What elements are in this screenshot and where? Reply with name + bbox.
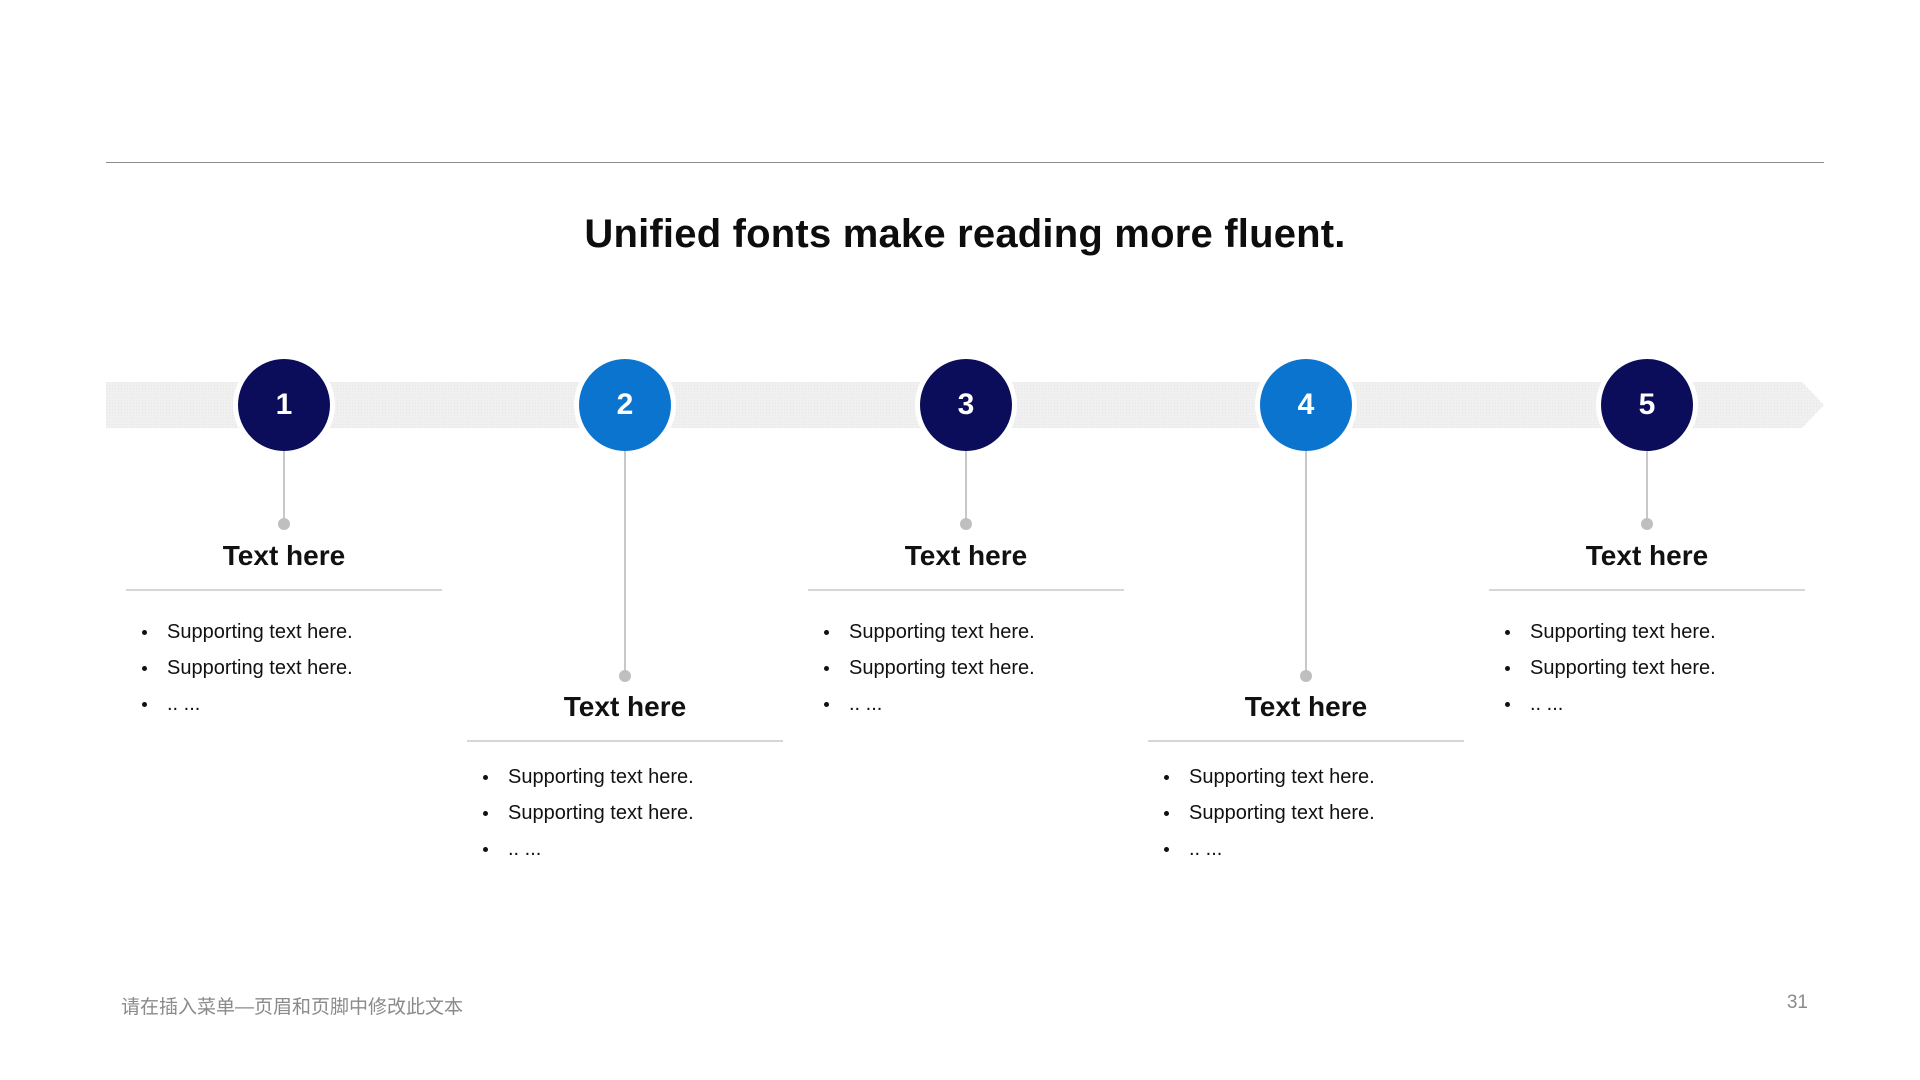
step-heading: Text here (1244, 691, 1368, 722)
list-item: .. ... (1148, 831, 1464, 867)
page-number: 31 (1786, 992, 1808, 1013)
step-connector-line (965, 451, 967, 523)
list-item: Supporting text here. (467, 759, 783, 795)
step-bullet-list: Supporting text here. Supporting text he… (467, 759, 783, 867)
step-divider (1148, 740, 1464, 742)
step-bullet-list: Supporting text here. Supporting text he… (1489, 614, 1805, 722)
step-connector-line (283, 451, 285, 523)
step-dot (960, 518, 972, 530)
step-dot (1641, 518, 1653, 530)
step-number-badge: 4 (1260, 359, 1352, 451)
list-item: .. ... (808, 686, 1124, 722)
step-divider (1489, 589, 1805, 591)
step-bullet-list: Supporting text here. Supporting text he… (808, 614, 1124, 722)
step-bullet-list: Supporting text here. Supporting text he… (1148, 759, 1464, 867)
list-item: Supporting text here. (1148, 759, 1464, 795)
step-dot (1300, 670, 1312, 682)
step-divider (467, 740, 783, 742)
list-item: Supporting text here. (126, 650, 442, 686)
top-divider (106, 162, 1824, 163)
list-item: Supporting text here. (808, 614, 1124, 650)
list-item: Supporting text here. (808, 650, 1124, 686)
list-item: Supporting text here. (1148, 795, 1464, 831)
slide-title: Unified fonts make reading more fluent. (584, 212, 1346, 256)
list-item: Supporting text here. (1489, 650, 1805, 686)
step-heading: Text here (222, 540, 346, 571)
step-heading: Text here (904, 540, 1028, 571)
step-divider (126, 589, 442, 591)
step-bullet-list: Supporting text here. Supporting text he… (126, 614, 442, 722)
step-connector-line (1646, 451, 1648, 523)
step-number-badge: 2 (579, 359, 671, 451)
step-connector-line (624, 451, 626, 675)
step-number-badge: 5 (1601, 359, 1693, 451)
step-divider (808, 589, 1124, 591)
step-dot (619, 670, 631, 682)
step-heading: Text here (1585, 540, 1709, 571)
step-number-badge: 3 (920, 359, 1012, 451)
step-number-badge: 1 (238, 359, 330, 451)
step-heading: Text here (563, 691, 687, 722)
list-item: .. ... (1489, 686, 1805, 722)
step-connector-line (1305, 451, 1307, 675)
list-item: Supporting text here. (1489, 614, 1805, 650)
list-item: Supporting text here. (126, 614, 442, 650)
list-item: Supporting text here. (467, 795, 783, 831)
step-dot (278, 518, 290, 530)
list-item: .. ... (467, 831, 783, 867)
footer-text: 请在插入菜单—页眉和页脚中修改此文本 (121, 997, 464, 1018)
list-item: .. ... (126, 686, 442, 722)
